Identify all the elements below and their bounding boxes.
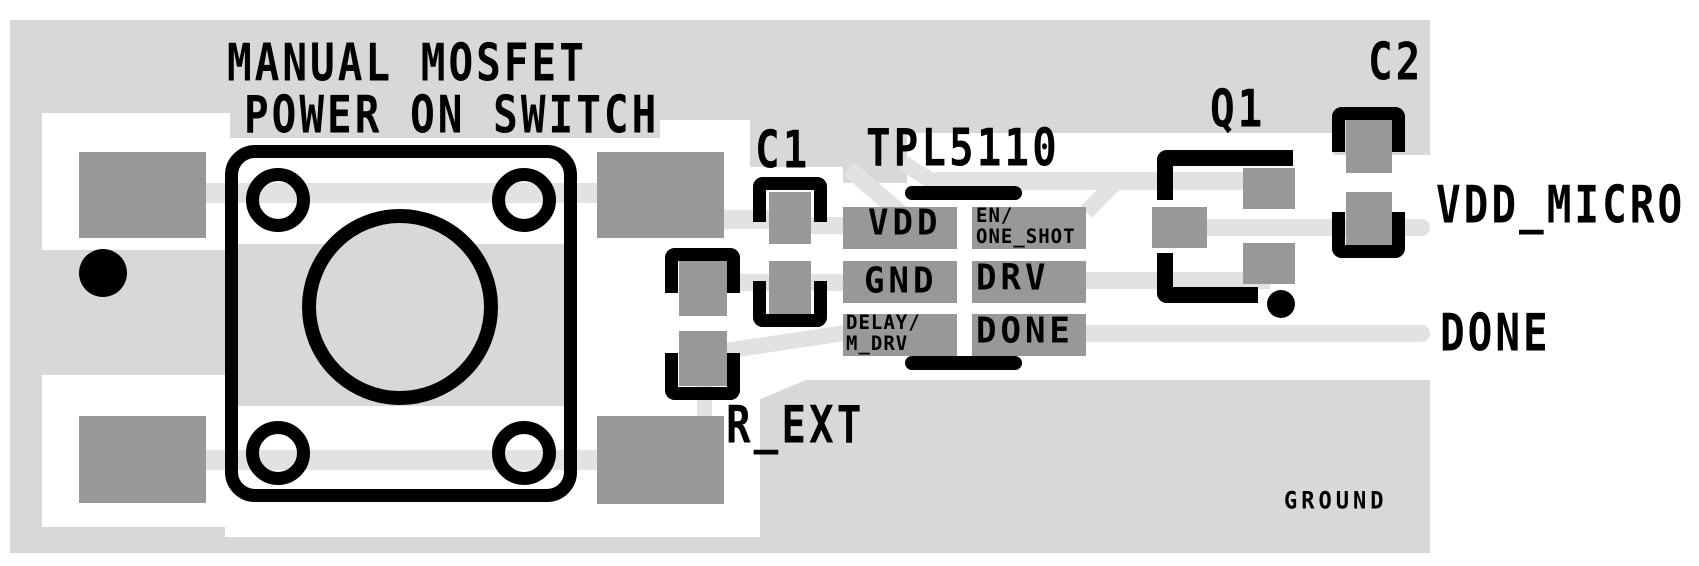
net-label-vdd-micro: VDD_MICRO — [1436, 175, 1686, 235]
pour-tab-c1-label — [750, 120, 845, 167]
pin-label-en: EN/ ONE_SHOT — [976, 205, 1076, 247]
c1-pad-top — [769, 192, 811, 244]
q1-pin1-dot — [1267, 290, 1295, 318]
pin-label-en-line2: ONE_SHOT — [976, 224, 1076, 249]
switch-outline — [225, 145, 577, 502]
pin-label-drv: DRV — [976, 256, 1050, 299]
rext-pad-top — [679, 261, 727, 316]
pin-label-gnd: GND — [864, 259, 938, 302]
pin1-marker-dot — [79, 249, 127, 297]
refdes-rext: R_EXT — [726, 395, 865, 455]
q1-outline-top — [1157, 150, 1293, 200]
switch-corner-ring-top-right — [492, 168, 556, 232]
c1-pad-bottom — [769, 261, 811, 315]
ic-pad-vdd — [843, 207, 957, 249]
ic-pad-done — [972, 314, 1086, 356]
switch-pad-top-left — [79, 152, 206, 238]
net-label-done: DONE — [1440, 303, 1551, 363]
trace-done — [1080, 325, 1430, 342]
ic-pad-gnd — [843, 261, 957, 303]
q1-pad-left — [1152, 207, 1207, 248]
switch-corner-ring-bottom-right — [492, 421, 556, 485]
refdes-ic: TPL5110 — [866, 118, 1060, 178]
switch-button-circle — [302, 209, 498, 405]
pin-label-done: DONE — [976, 309, 1074, 352]
ic-pad-delay — [843, 314, 957, 356]
trace-en-horizontal — [935, 172, 1270, 190]
switch-pad-bottom-right — [597, 416, 724, 504]
net-label-ground: GROUND — [1284, 487, 1388, 516]
c2-bracket-top — [1332, 107, 1405, 152]
rext-bracket-bottom — [665, 353, 740, 400]
c2-pad-bottom — [1346, 192, 1392, 245]
c1-bracket-bottom — [753, 281, 827, 327]
refdes-q1: Q1 — [1210, 79, 1266, 139]
pin-label-en-line1: EN/ — [976, 203, 1014, 228]
q1-pad-bottom-right — [1243, 243, 1295, 284]
pin-label-vdd: VDD — [868, 201, 942, 244]
title-line1: MANUAL MOSFET — [227, 33, 587, 93]
switch-corner-ring-top-left — [246, 168, 310, 232]
rext-bracket-top — [665, 248, 740, 293]
pin-label-delay-line1: DELAY/ — [846, 310, 921, 335]
q1-outline-bottom — [1157, 253, 1258, 303]
switch-pad-bottom-left — [79, 416, 206, 503]
switch-corner-ring-bottom-left — [246, 421, 310, 485]
c1-bracket-top — [753, 177, 827, 222]
q1-pad-top-right — [1243, 168, 1295, 209]
refdes-c1: C1 — [755, 120, 811, 180]
ic-pad-en — [972, 207, 1086, 249]
c2-pad-top — [1346, 120, 1392, 173]
switch-pad-top-right — [597, 152, 724, 238]
pin-label-delay-line2: M_DRV — [846, 331, 909, 356]
title-line2: POWER ON SWITCH — [244, 85, 660, 145]
c2-bracket-bottom — [1332, 212, 1405, 258]
rext-pad-bottom — [679, 331, 727, 386]
ic-silkscreen-bar-top — [905, 186, 1022, 200]
ic-pad-drv — [972, 261, 1086, 303]
ic-silkscreen-bar-bottom — [905, 356, 1022, 370]
refdes-c2: C2 — [1368, 32, 1424, 92]
trace-drv-to-q1 — [1080, 272, 1270, 289]
pin-label-delay: DELAY/ M_DRV — [846, 312, 921, 354]
